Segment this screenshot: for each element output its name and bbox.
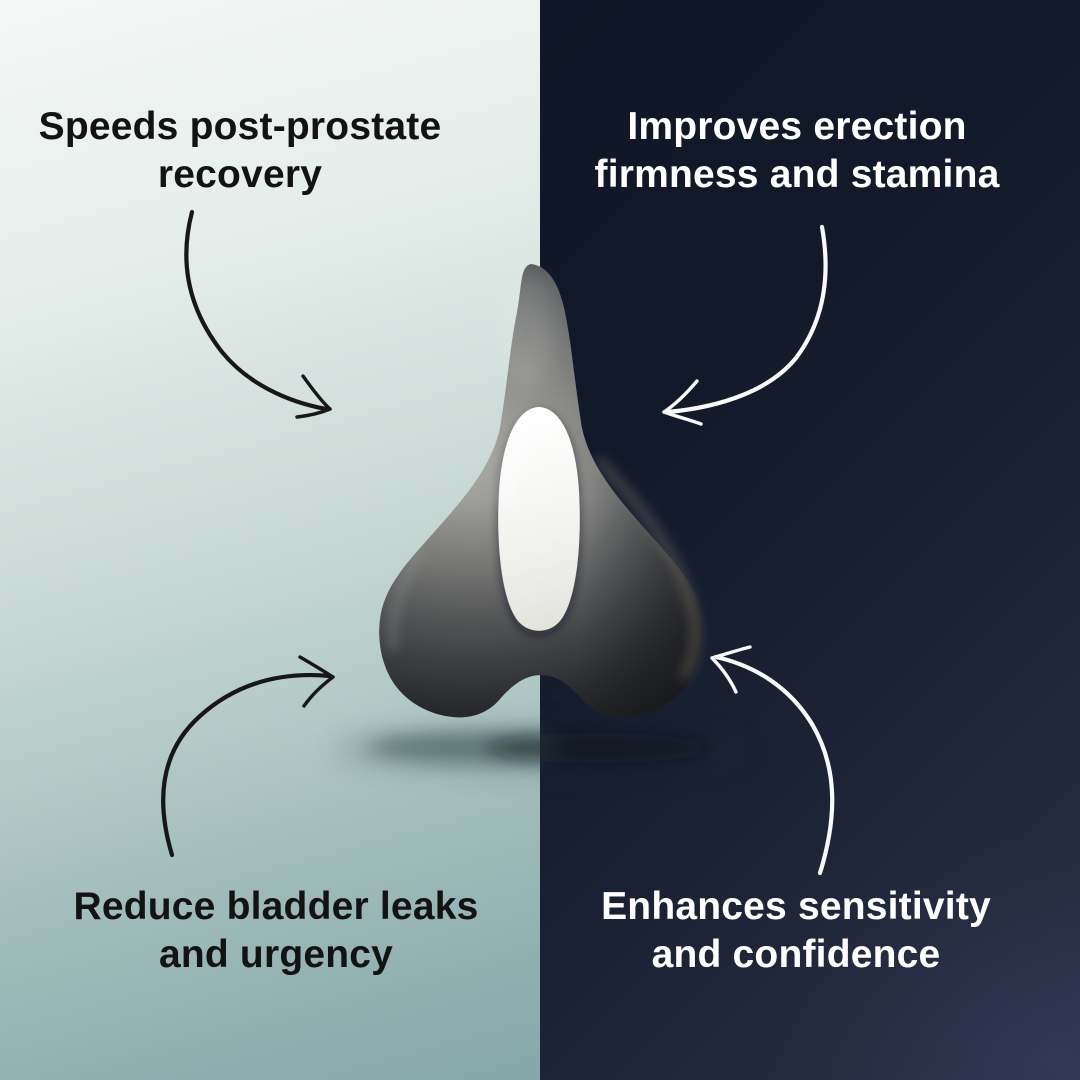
benefit-label-line: Improves erection (627, 105, 967, 148)
product-ground-shadow (335, 729, 745, 771)
product-insert-pad (498, 407, 580, 631)
benefit-label-line: recovery (157, 153, 323, 196)
benefit-label-top-left: Speeds post-prostate recovery (0, 103, 480, 199)
benefit-label-line: Speeds post-prostate (38, 105, 442, 148)
benefit-label-line: and confidence (651, 933, 941, 976)
benefit-label-line: and urgency (158, 933, 394, 976)
curved-arrow-top-right-icon (662, 224, 828, 426)
curved-arrow-bottom-right-icon (710, 645, 835, 876)
product-neck-sheen (500, 276, 554, 388)
benefit-label-bottom-right: Enhances sensitivity and confidence (556, 883, 1036, 979)
product-rim-highlight-right (596, 458, 699, 680)
benefit-label-line: Reduce bladder leaks (73, 885, 479, 928)
curved-arrow-top-left-icon (184, 209, 332, 419)
product-image (379, 264, 703, 718)
benefit-label-line: firmness and stamina (594, 153, 1000, 196)
product-insert-highlight (503, 415, 535, 505)
benefit-label-bottom-left: Reduce bladder leaks and urgency (36, 883, 516, 979)
curved-arrow-bottom-left-icon (161, 655, 335, 858)
product-rim-highlight-left (389, 549, 423, 651)
benefit-label-top-right: Improves erection firmness and stamina (557, 103, 1037, 199)
benefit-label-line: Enhances sensitivity (601, 885, 991, 928)
